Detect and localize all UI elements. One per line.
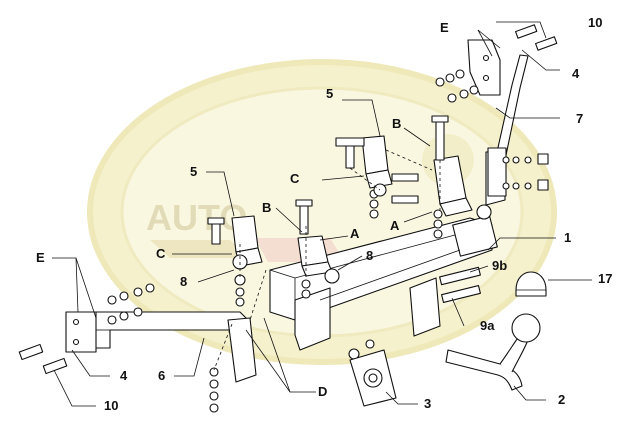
label-2: 2 xyxy=(558,392,565,407)
bracket-plate-5-top xyxy=(361,135,393,189)
label-3: 3 xyxy=(424,396,431,411)
watermark-accent-shape xyxy=(150,240,250,258)
label-8-mid: 8 xyxy=(366,248,373,263)
assembly-guide-lines xyxy=(213,149,441,371)
label-E-left: E xyxy=(36,250,45,265)
label-9a: 9a xyxy=(480,318,495,333)
label-1: 1 xyxy=(564,230,571,245)
bolts xyxy=(18,24,558,375)
label-E-top: E xyxy=(440,20,449,35)
watermark-text: AUTO xyxy=(146,197,247,238)
label-10-top: 10 xyxy=(588,15,602,30)
label-C-left: C xyxy=(156,246,166,261)
label-A-left: A xyxy=(350,226,360,241)
label-7: 7 xyxy=(576,111,583,126)
tow-ball-neck xyxy=(445,313,541,391)
label-B-left: B xyxy=(262,200,271,215)
label-6: 6 xyxy=(158,368,165,383)
hitch-mount-plate xyxy=(409,266,481,337)
angle-bracket-A-mid xyxy=(297,235,333,277)
ball-cover xyxy=(515,271,547,297)
part-labels: 10 E 4 7 5 B C A 5 B A C 8 8 1 9b 17 E 9… xyxy=(36,15,612,413)
angle-bracket-B-right xyxy=(433,155,473,217)
label-17: 17 xyxy=(598,271,612,286)
socket-plate xyxy=(349,349,397,407)
label-B-top: B xyxy=(392,116,401,131)
label-4-left: 4 xyxy=(120,368,128,383)
label-4-top: 4 xyxy=(572,66,580,81)
main-crossbar xyxy=(269,215,498,351)
label-9b: 9b xyxy=(492,258,507,273)
label-A-mid: A xyxy=(390,218,400,233)
nuts-and-washers xyxy=(107,69,549,413)
right-side-bracket xyxy=(467,39,529,206)
label-8-left: 8 xyxy=(180,274,187,289)
label-5-left: 5 xyxy=(190,164,197,179)
label-D: D xyxy=(318,384,327,399)
leader-lines xyxy=(52,21,592,407)
label-5-top: 5 xyxy=(326,86,333,101)
label-C-mid: C xyxy=(290,171,300,186)
label-10-left: 10 xyxy=(104,398,118,413)
